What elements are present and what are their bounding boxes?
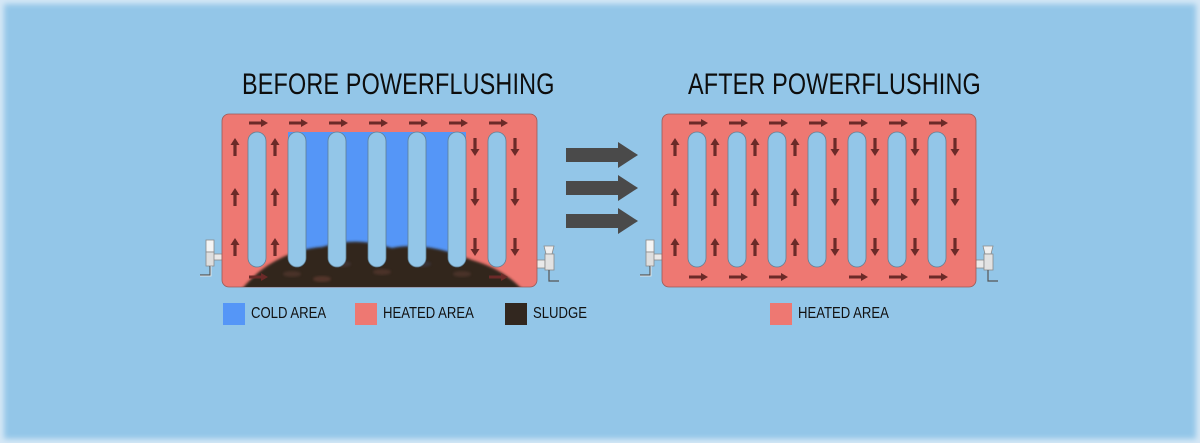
radiator-tube <box>367 131 387 268</box>
flow-arrow-up-icon <box>270 188 280 206</box>
flow-arrow-down-icon <box>950 238 960 256</box>
flow-arrow-up-icon <box>270 238 280 256</box>
valve-right-icon <box>536 245 559 282</box>
legend-swatch-heated <box>354 303 377 325</box>
flow-arrow-up-icon <box>710 138 720 156</box>
flow-arrow-down-icon <box>830 188 840 206</box>
after-legend: HEATED AREA <box>770 302 921 326</box>
radiator-tube <box>247 131 267 268</box>
flow-arrow-down-icon <box>950 138 960 156</box>
valve-right-icon <box>975 245 998 282</box>
flow-arrow-right-icon <box>329 119 348 127</box>
flow-arrow-down-icon <box>470 188 480 206</box>
legend-item-heated: HEATED AREA <box>354 303 494 325</box>
legend-item-heated-after: HEATED AREA <box>770 303 909 325</box>
flow-arrow-up-icon <box>670 238 680 256</box>
flow-arrow-up-icon <box>230 138 240 156</box>
flow-arrow-right-icon <box>489 273 508 281</box>
flow-arrow-up-icon <box>670 138 680 156</box>
flow-arrow-down-icon <box>910 188 920 206</box>
radiator-tube <box>327 131 347 268</box>
flow-arrow-up-icon <box>790 238 800 256</box>
flow-arrow-down-icon <box>870 188 880 206</box>
flow-arrow-right-icon <box>689 119 708 127</box>
radiator-tube <box>767 131 787 268</box>
transition-arrow-right-icon <box>566 208 638 234</box>
flow-arrow-right-icon <box>849 273 868 281</box>
legend-swatch-heated-after <box>770 303 792 325</box>
flow-arrow-down-icon <box>830 138 840 156</box>
flow-arrow-right-icon <box>929 273 948 281</box>
flow-arrow-right-icon <box>929 119 948 127</box>
before-radiator <box>200 113 559 288</box>
legend-swatch-cold <box>223 303 245 325</box>
legend-swatch-sludge <box>505 303 528 325</box>
flow-arrow-down-icon <box>950 188 960 206</box>
legend-label-heated: HEATED AREA <box>382 305 474 322</box>
flow-arrow-right-icon <box>689 273 708 281</box>
flow-arrow-up-icon <box>790 138 800 156</box>
legend-item-sludge: SLUDGE <box>505 303 599 325</box>
before-legend: COLD AREA HEATED AREA SLUDGE <box>223 302 611 326</box>
flow-arrow-right-icon <box>489 119 508 127</box>
radiator-tube <box>287 131 307 268</box>
legend-label-sludge: SLUDGE <box>533 305 588 322</box>
flow-arrow-right-icon <box>769 119 788 127</box>
transition-arrows <box>566 142 638 234</box>
flow-arrow-down-icon <box>470 238 480 256</box>
flow-arrow-down-icon <box>870 138 880 156</box>
flow-arrow-right-icon <box>289 119 308 127</box>
before-title: BEFORE POWERFLUSHING <box>242 68 555 101</box>
radiator-tube <box>807 131 827 268</box>
flow-arrow-down-icon <box>910 138 920 156</box>
legend-label-cold: COLD AREA <box>251 305 327 322</box>
legend-label-heated-after: HEATED AREA <box>798 305 889 322</box>
flow-arrow-right-icon <box>809 119 828 127</box>
flow-arrow-right-icon <box>369 119 388 127</box>
flow-arrow-down-icon <box>470 138 480 156</box>
after-title: AFTER POWERFLUSHING <box>688 68 981 101</box>
flow-arrow-up-icon <box>750 138 760 156</box>
flow-arrow-up-icon <box>230 188 240 206</box>
flow-arrow-right-icon <box>449 119 468 127</box>
radiator-tube <box>927 131 947 268</box>
valve-left-icon <box>200 239 223 277</box>
radiator-tube <box>407 131 427 268</box>
flow-arrow-up-icon <box>710 188 720 206</box>
valve-left-icon <box>640 239 663 277</box>
flow-arrow-right-icon <box>889 273 908 281</box>
flow-arrow-up-icon <box>790 188 800 206</box>
flow-arrow-down-icon <box>910 238 920 256</box>
flow-arrow-down-icon <box>510 188 520 206</box>
legend-item-cold: COLD AREA <box>223 303 343 325</box>
radiator-tube <box>727 131 747 268</box>
flow-arrow-right-icon <box>729 119 748 127</box>
radiator-tube <box>687 131 707 268</box>
flow-arrow-up-icon <box>230 238 240 256</box>
radiator-tube <box>887 131 907 268</box>
flow-arrow-right-icon <box>849 119 868 127</box>
flow-arrow-up-icon <box>270 138 280 156</box>
flow-arrow-down-icon <box>510 138 520 156</box>
radiator-tube <box>447 131 467 268</box>
flow-arrow-down-icon <box>830 238 840 256</box>
flow-arrow-right-icon <box>769 273 788 281</box>
transition-arrow-right-icon <box>566 175 638 201</box>
radiator-tube <box>487 131 507 268</box>
flow-arrow-up-icon <box>670 188 680 206</box>
flow-arrow-up-icon <box>750 188 760 206</box>
transition-arrow-right-icon <box>566 142 638 168</box>
after-radiator <box>640 113 998 288</box>
flow-arrow-down-icon <box>870 238 880 256</box>
flow-arrow-down-icon <box>510 238 520 256</box>
flow-arrow-right-icon <box>729 273 748 281</box>
flow-arrow-up-icon <box>750 238 760 256</box>
radiator-tube <box>847 131 867 268</box>
flow-arrow-right-icon <box>409 119 428 127</box>
flow-arrow-right-icon <box>889 119 908 127</box>
flow-arrow-right-icon <box>249 119 268 127</box>
flow-arrow-right-icon <box>249 273 268 281</box>
flow-arrow-up-icon <box>710 238 720 256</box>
